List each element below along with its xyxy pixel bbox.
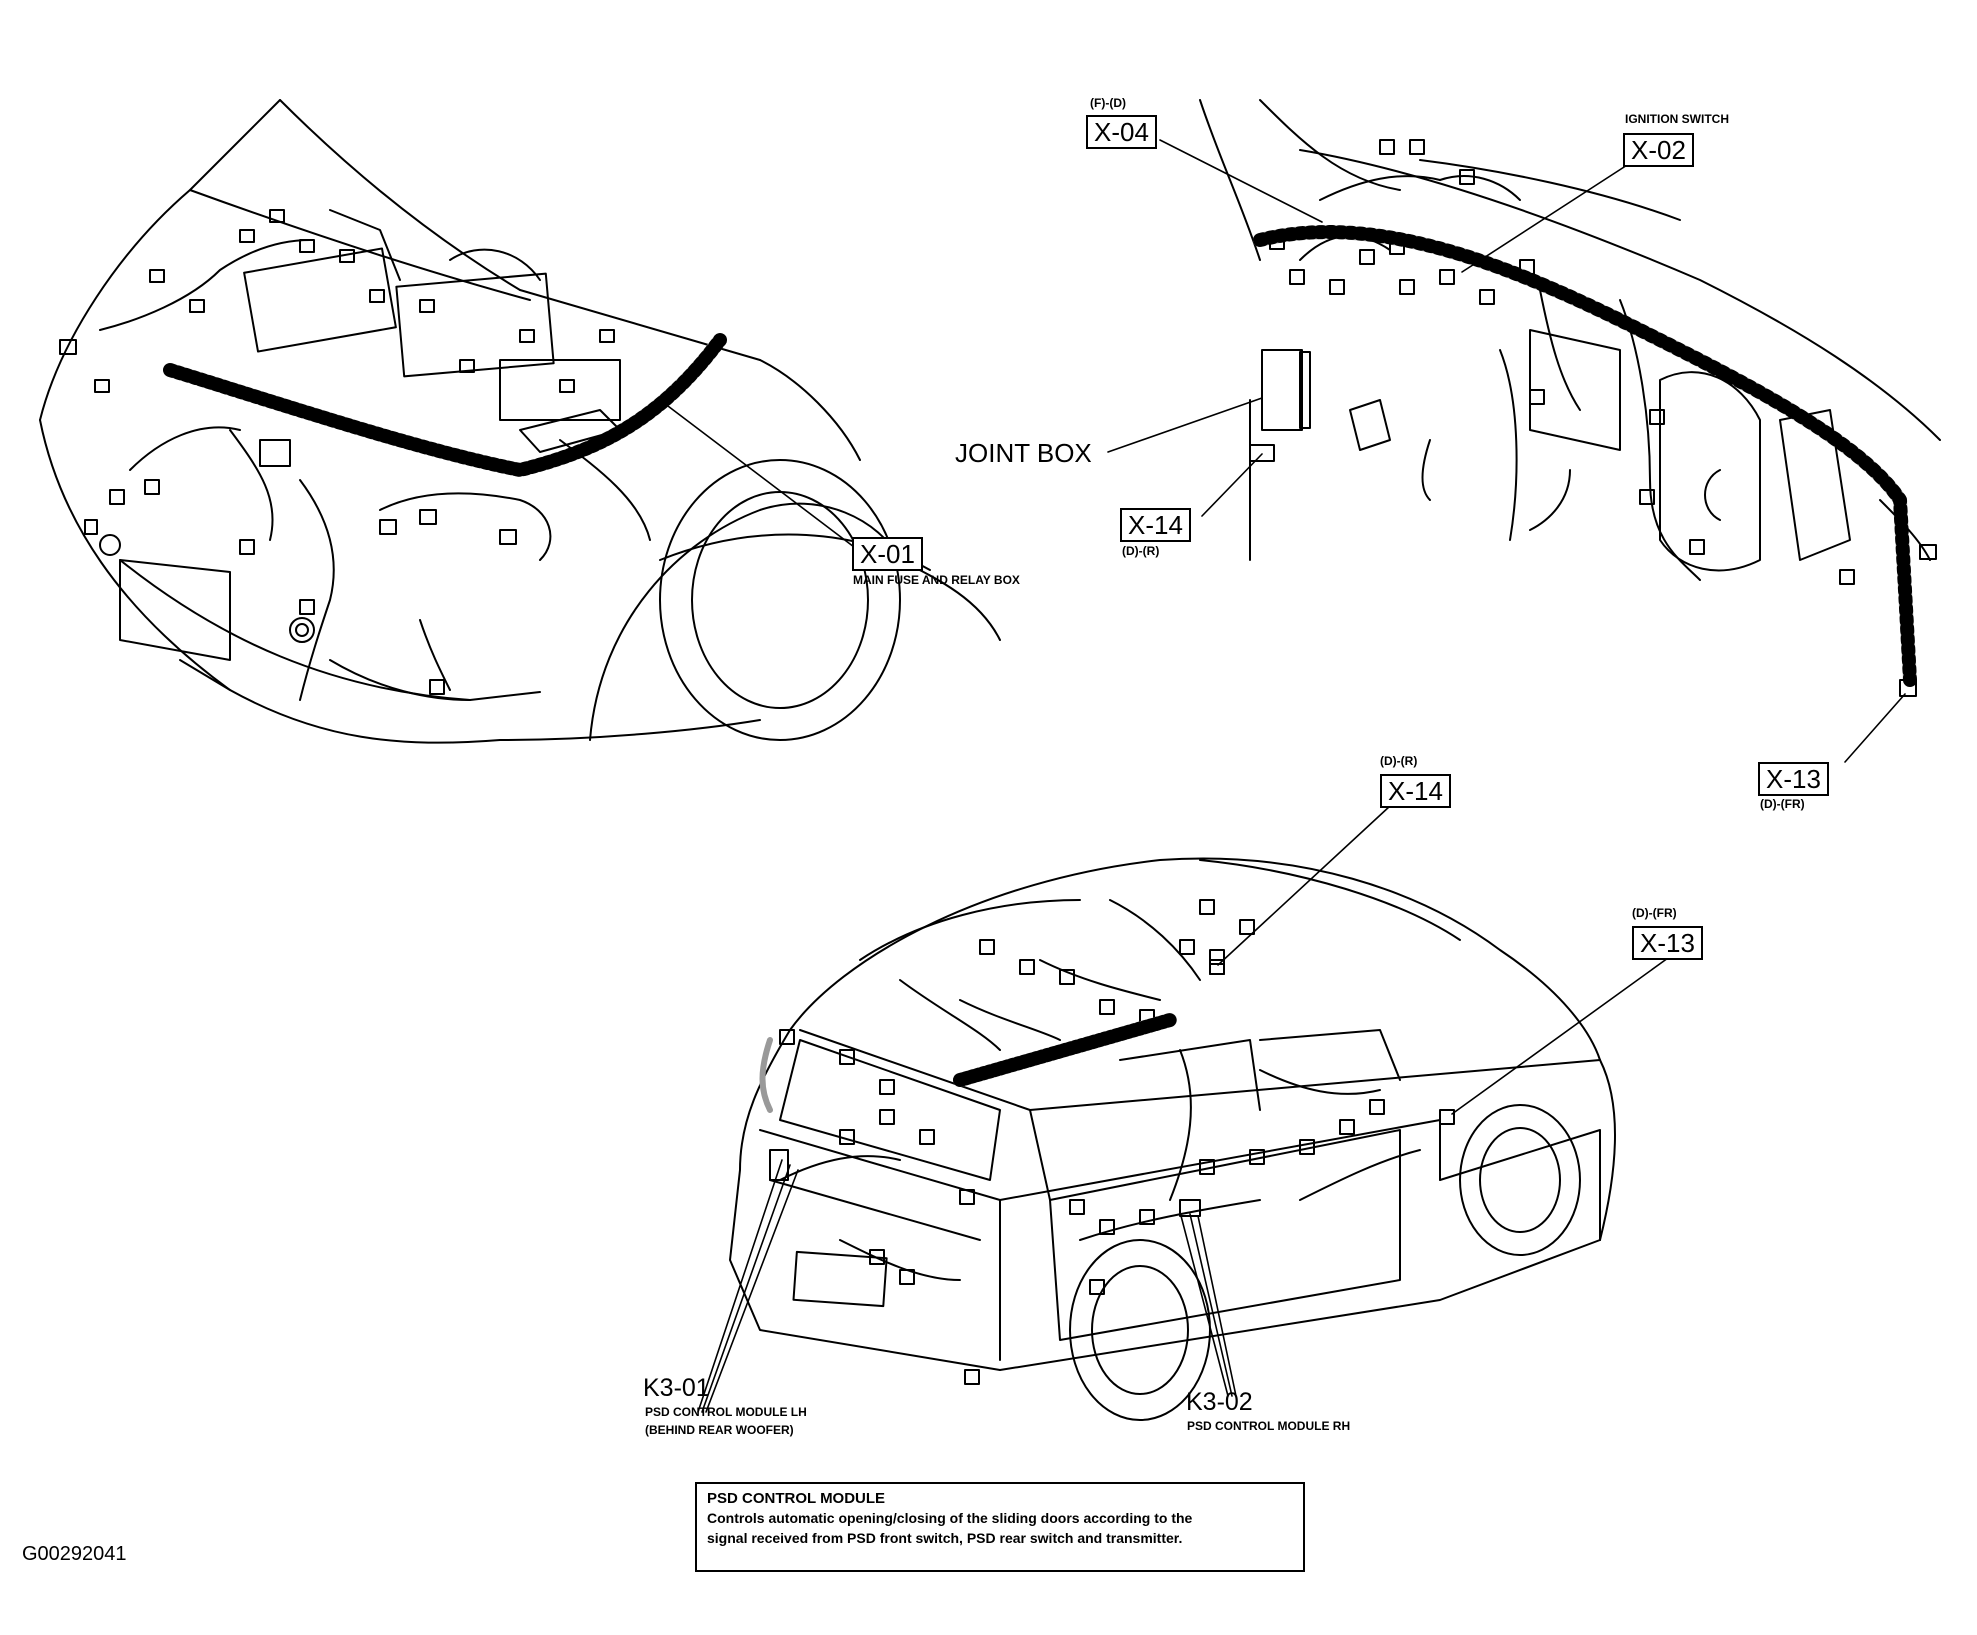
connector-x04-note: (F)-(D) [1090, 96, 1126, 110]
note-line-2: signal received from PSD front switch, P… [707, 1530, 1183, 1546]
connector-x13-lower-note: (D)-(FR) [1632, 906, 1677, 920]
connector-x02-description: IGNITION SWITCH [1625, 112, 1729, 126]
module-k302-name: PSD CONTROL MODULE RH [1187, 1419, 1351, 1433]
module-k302-code: K3-02 [1186, 1388, 1253, 1416]
note-line-1: Controls automatic opening/closing of th… [707, 1510, 1193, 1526]
connector-x01-label: X-01 [852, 537, 923, 571]
figure-id: G00292041 [22, 1543, 127, 1565]
connector-x13-upper-label: X-13 [1758, 762, 1829, 796]
module-k301-code: K3-01 [643, 1374, 710, 1402]
engine-bay-illustration [39, 99, 1001, 744]
connector-x04-label: X-04 [1086, 115, 1157, 149]
connector-x14-lower-note: (D)-(R) [1380, 754, 1418, 768]
connector-x14-lower-label: X-14 [1380, 774, 1451, 808]
joint-box-label: JOINT BOX [955, 438, 1092, 468]
connector-x13-upper-note: (D)-(FR) [1760, 797, 1805, 811]
module-k301-name: PSD CONTROL MODULE LH [645, 1405, 807, 1419]
note-title: PSD CONTROL MODULE [707, 1490, 886, 1507]
vehicle-illustration [729, 857, 1616, 1421]
dashboard-illustration [1199, 99, 1941, 697]
leader-lines [659, 139, 1906, 1413]
connector-x01-description: MAIN FUSE AND RELAY BOX [853, 573, 1020, 587]
connector-x14-upper-label: X-14 [1120, 508, 1191, 542]
connector-x02-label: X-02 [1623, 133, 1694, 167]
module-k301-location: (BEHIND REAR WOOFER) [645, 1423, 794, 1437]
psd-control-module-note: PSD CONTROL MODULE Controls automatic op… [695, 1482, 1305, 1572]
connector-x13-lower-label: X-13 [1632, 926, 1703, 960]
connector-x14-upper-note: (D)-(R) [1122, 544, 1160, 558]
